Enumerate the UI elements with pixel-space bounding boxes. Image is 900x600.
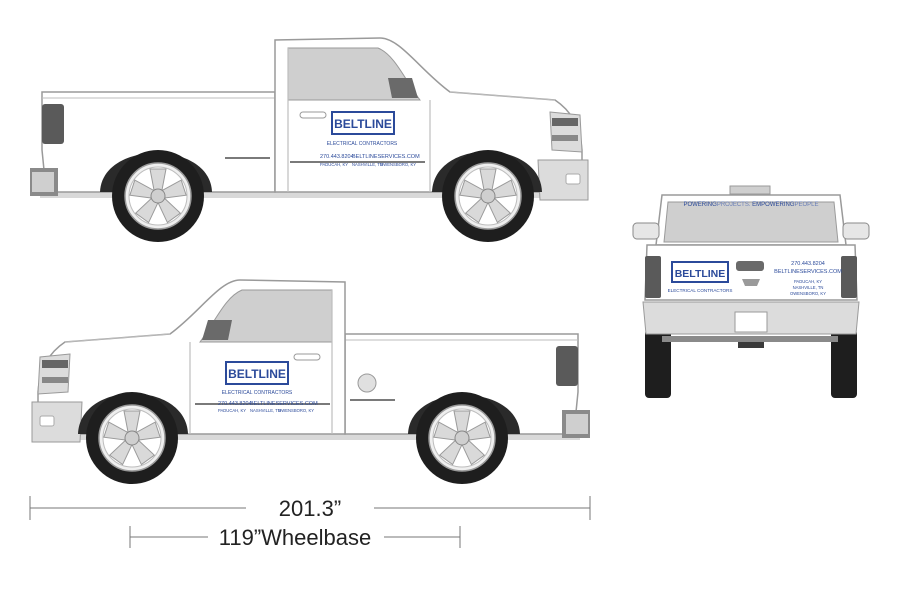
truck-side-view-passenger: BELTLINE ELECTRICAL CONTRACTORS 270.443.… (32, 280, 590, 484)
fuel-door (357, 373, 377, 393)
door-logo-top: BELTLINE ELECTRICAL CONTRACTORS 270.443.… (320, 111, 420, 167)
door-location-3: OWENSBORO, KY (278, 408, 314, 413)
rear-website: BELTLINESERVICES.COM (774, 269, 842, 275)
logo-name: BELTLINE (228, 367, 286, 381)
door-website: BELTLINESERVICES.COM (352, 154, 420, 160)
rear-tire-right (831, 330, 857, 398)
rear-location-2: NASHVILLE, TN (793, 285, 824, 290)
door-logo-bottom: BELTLINE ELECTRICAL CONTRACTORS 270.443.… (218, 361, 318, 413)
logo-name: BELTLINE (334, 117, 392, 131)
rear-tire-left (645, 330, 671, 398)
beltline-logo-badge (331, 111, 395, 135)
wheelbase-label: 119”Wheelbase (219, 525, 371, 550)
taillight-right (841, 256, 857, 298)
rear-location-1: PADUCAH, KY (794, 279, 822, 284)
beltline-logo-badge (671, 261, 729, 283)
mirror-left (632, 222, 660, 240)
undercarriage (662, 336, 838, 342)
door-location-1: PADUCAH, KY (320, 162, 348, 167)
rear-window-slogan: POWERINGPROJECTS. EMPOWERINGPEOPLE (683, 202, 818, 208)
license-plate-area (734, 311, 768, 333)
door-location-3: OWENSBORO, KY (380, 162, 416, 167)
door-location-2: NASHVILLE, TN (250, 408, 281, 413)
bowtie-emblem (742, 279, 760, 286)
rear-window (663, 201, 839, 243)
logo-tagline: ELECTRICAL CONTRACTORS (327, 141, 398, 147)
door-phone: 270.443.8204 (218, 401, 252, 407)
taillight-left (645, 256, 661, 298)
dimension-wheelbase: 119”Wheelbase (129, 525, 461, 550)
tailgate-handle (736, 261, 764, 271)
door-location-2: NASHVILLE, TN (352, 162, 383, 167)
door-phone: 270.443.8204 (320, 154, 354, 160)
mirror-right (842, 222, 870, 240)
logo-tagline: ELECTRICAL CONTRACTORS (668, 288, 733, 293)
truck-rear-view: POWERINGPROJECTS. EMPOWERINGPEOPLE BELTL… (632, 185, 870, 398)
logo-tagline: ELECTRICAL CONTRACTORS (222, 390, 293, 396)
rear-location-3: OWENSBORO, KY (790, 291, 826, 296)
logo-name: BELTLINE (675, 268, 726, 280)
dimension-overall-length: 201.3” (29, 496, 591, 521)
third-brake-light (729, 185, 771, 195)
door-location-1: PADUCAH, KY (218, 408, 246, 413)
overall-length-label: 201.3” (279, 496, 341, 521)
door-website: BELTLINESERVICES.COM (250, 401, 318, 407)
rear-phone: 270.443.8204 (791, 261, 825, 267)
truck-side-view-driver: BELTLINE ELECTRICAL CONTRACTORS 270.443.… (30, 38, 588, 242)
beltline-logo-badge (225, 361, 289, 385)
